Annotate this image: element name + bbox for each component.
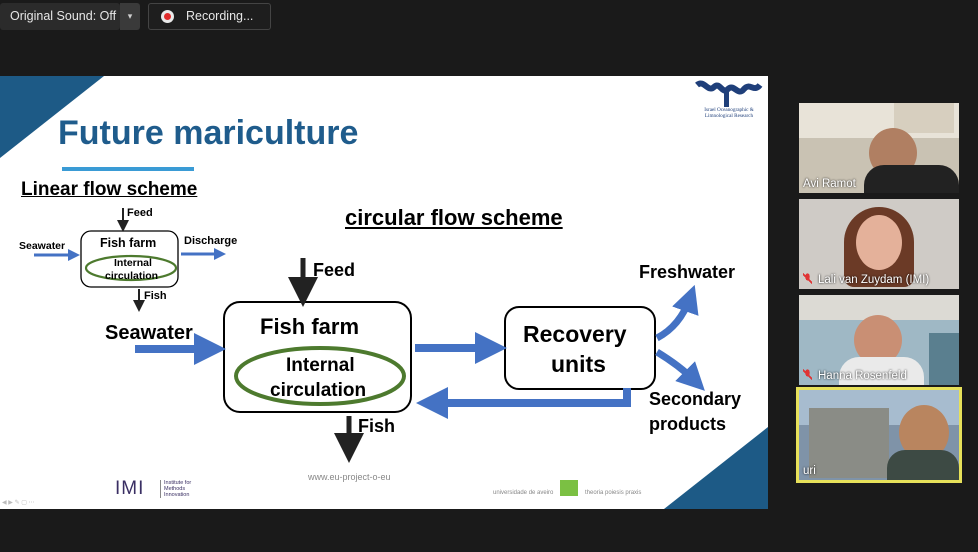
linear-discharge-label: Discharge <box>184 235 238 247</box>
circular-circulation-label: circulation <box>270 380 367 401</box>
original-sound-button[interactable]: Original Sound: Off <box>0 3 120 30</box>
freshwater-label: Freshwater <box>639 262 736 282</box>
participant-tile-active-speaker[interactable]: uri <box>796 387 962 483</box>
ua-logo-icon <box>560 480 578 496</box>
slide-corner-decoration <box>664 427 768 509</box>
iolr-logo <box>694 79 764 123</box>
circular-feed-label: Feed <box>313 260 356 280</box>
recovery-units-line2: units <box>551 351 606 377</box>
participant-name: Avi Ramot <box>803 178 856 190</box>
footer-url: www.eu-project-o-eu <box>308 472 391 482</box>
linear-circulation-label: circulation <box>105 270 159 282</box>
mic-muted-icon <box>803 273 812 284</box>
recording-label: Recording... <box>186 9 254 23</box>
title-underline <box>62 167 194 171</box>
participant-name: uri <box>803 465 816 477</box>
record-icon <box>161 10 174 23</box>
ua-text: universidade de aveiro <box>493 490 554 496</box>
linear-internal-label: Internal <box>114 257 152 269</box>
circular-scheme <box>135 258 705 463</box>
recovery-units-line1: Recovery <box>523 321 627 347</box>
circular-seawater-label: Seawater <box>105 322 193 344</box>
linear-scheme <box>34 208 226 312</box>
circular-fish-farm-label: Fish farm <box>260 314 360 339</box>
ua-motto: theoria poiesis praxis <box>585 490 642 496</box>
linear-fish-label: Fish <box>144 290 167 302</box>
participant-name: Hanna Rosenfeld <box>818 370 907 382</box>
slide-title: Future mariculture <box>58 114 359 152</box>
imi-logo-subtitle: Institute for Methods Innovation <box>160 480 204 498</box>
imi-logo: IMI <box>115 478 145 499</box>
participant-tile[interactable]: Hanna Rosenfeld <box>799 295 959 385</box>
linear-feed-label: Feed <box>127 207 153 219</box>
linear-seawater-label: Seawater <box>19 240 66 252</box>
sound-options-caret[interactable]: ▾ <box>120 3 140 30</box>
slide-corner-decoration <box>0 76 104 158</box>
secondary-label-line1: Secondary <box>649 389 742 409</box>
shared-slide: Israel Oceanographic & Limnological Rese… <box>0 76 768 509</box>
meeting-toolbar: Original Sound: Off ▾ Recording... <box>0 0 978 34</box>
mic-muted-icon <box>803 369 812 380</box>
participant-tile[interactable]: Avi Ramot <box>799 103 959 193</box>
flow-diagram <box>34 208 705 463</box>
circular-internal-label: Internal <box>286 355 355 376</box>
participant-name: Lali van Zuydam (IMI) <box>818 274 930 286</box>
slide-controls-icon[interactable]: ◀ ▶ ✎ ▢ ⋯ <box>2 500 35 506</box>
linear-fish-farm-label: Fish farm <box>100 236 157 250</box>
linear-heading: Linear flow scheme <box>21 179 198 200</box>
circular-heading: circular flow scheme <box>345 205 563 230</box>
circular-fish-label: Fish <box>358 416 396 436</box>
participant-tile[interactable]: Lali van Zuydam (IMI) <box>799 199 959 289</box>
recording-indicator[interactable]: Recording... <box>148 3 271 30</box>
iolr-logo-text: Israel Oceanographic & Limnological Rese… <box>704 107 754 119</box>
secondary-label-line2: products <box>649 414 727 434</box>
